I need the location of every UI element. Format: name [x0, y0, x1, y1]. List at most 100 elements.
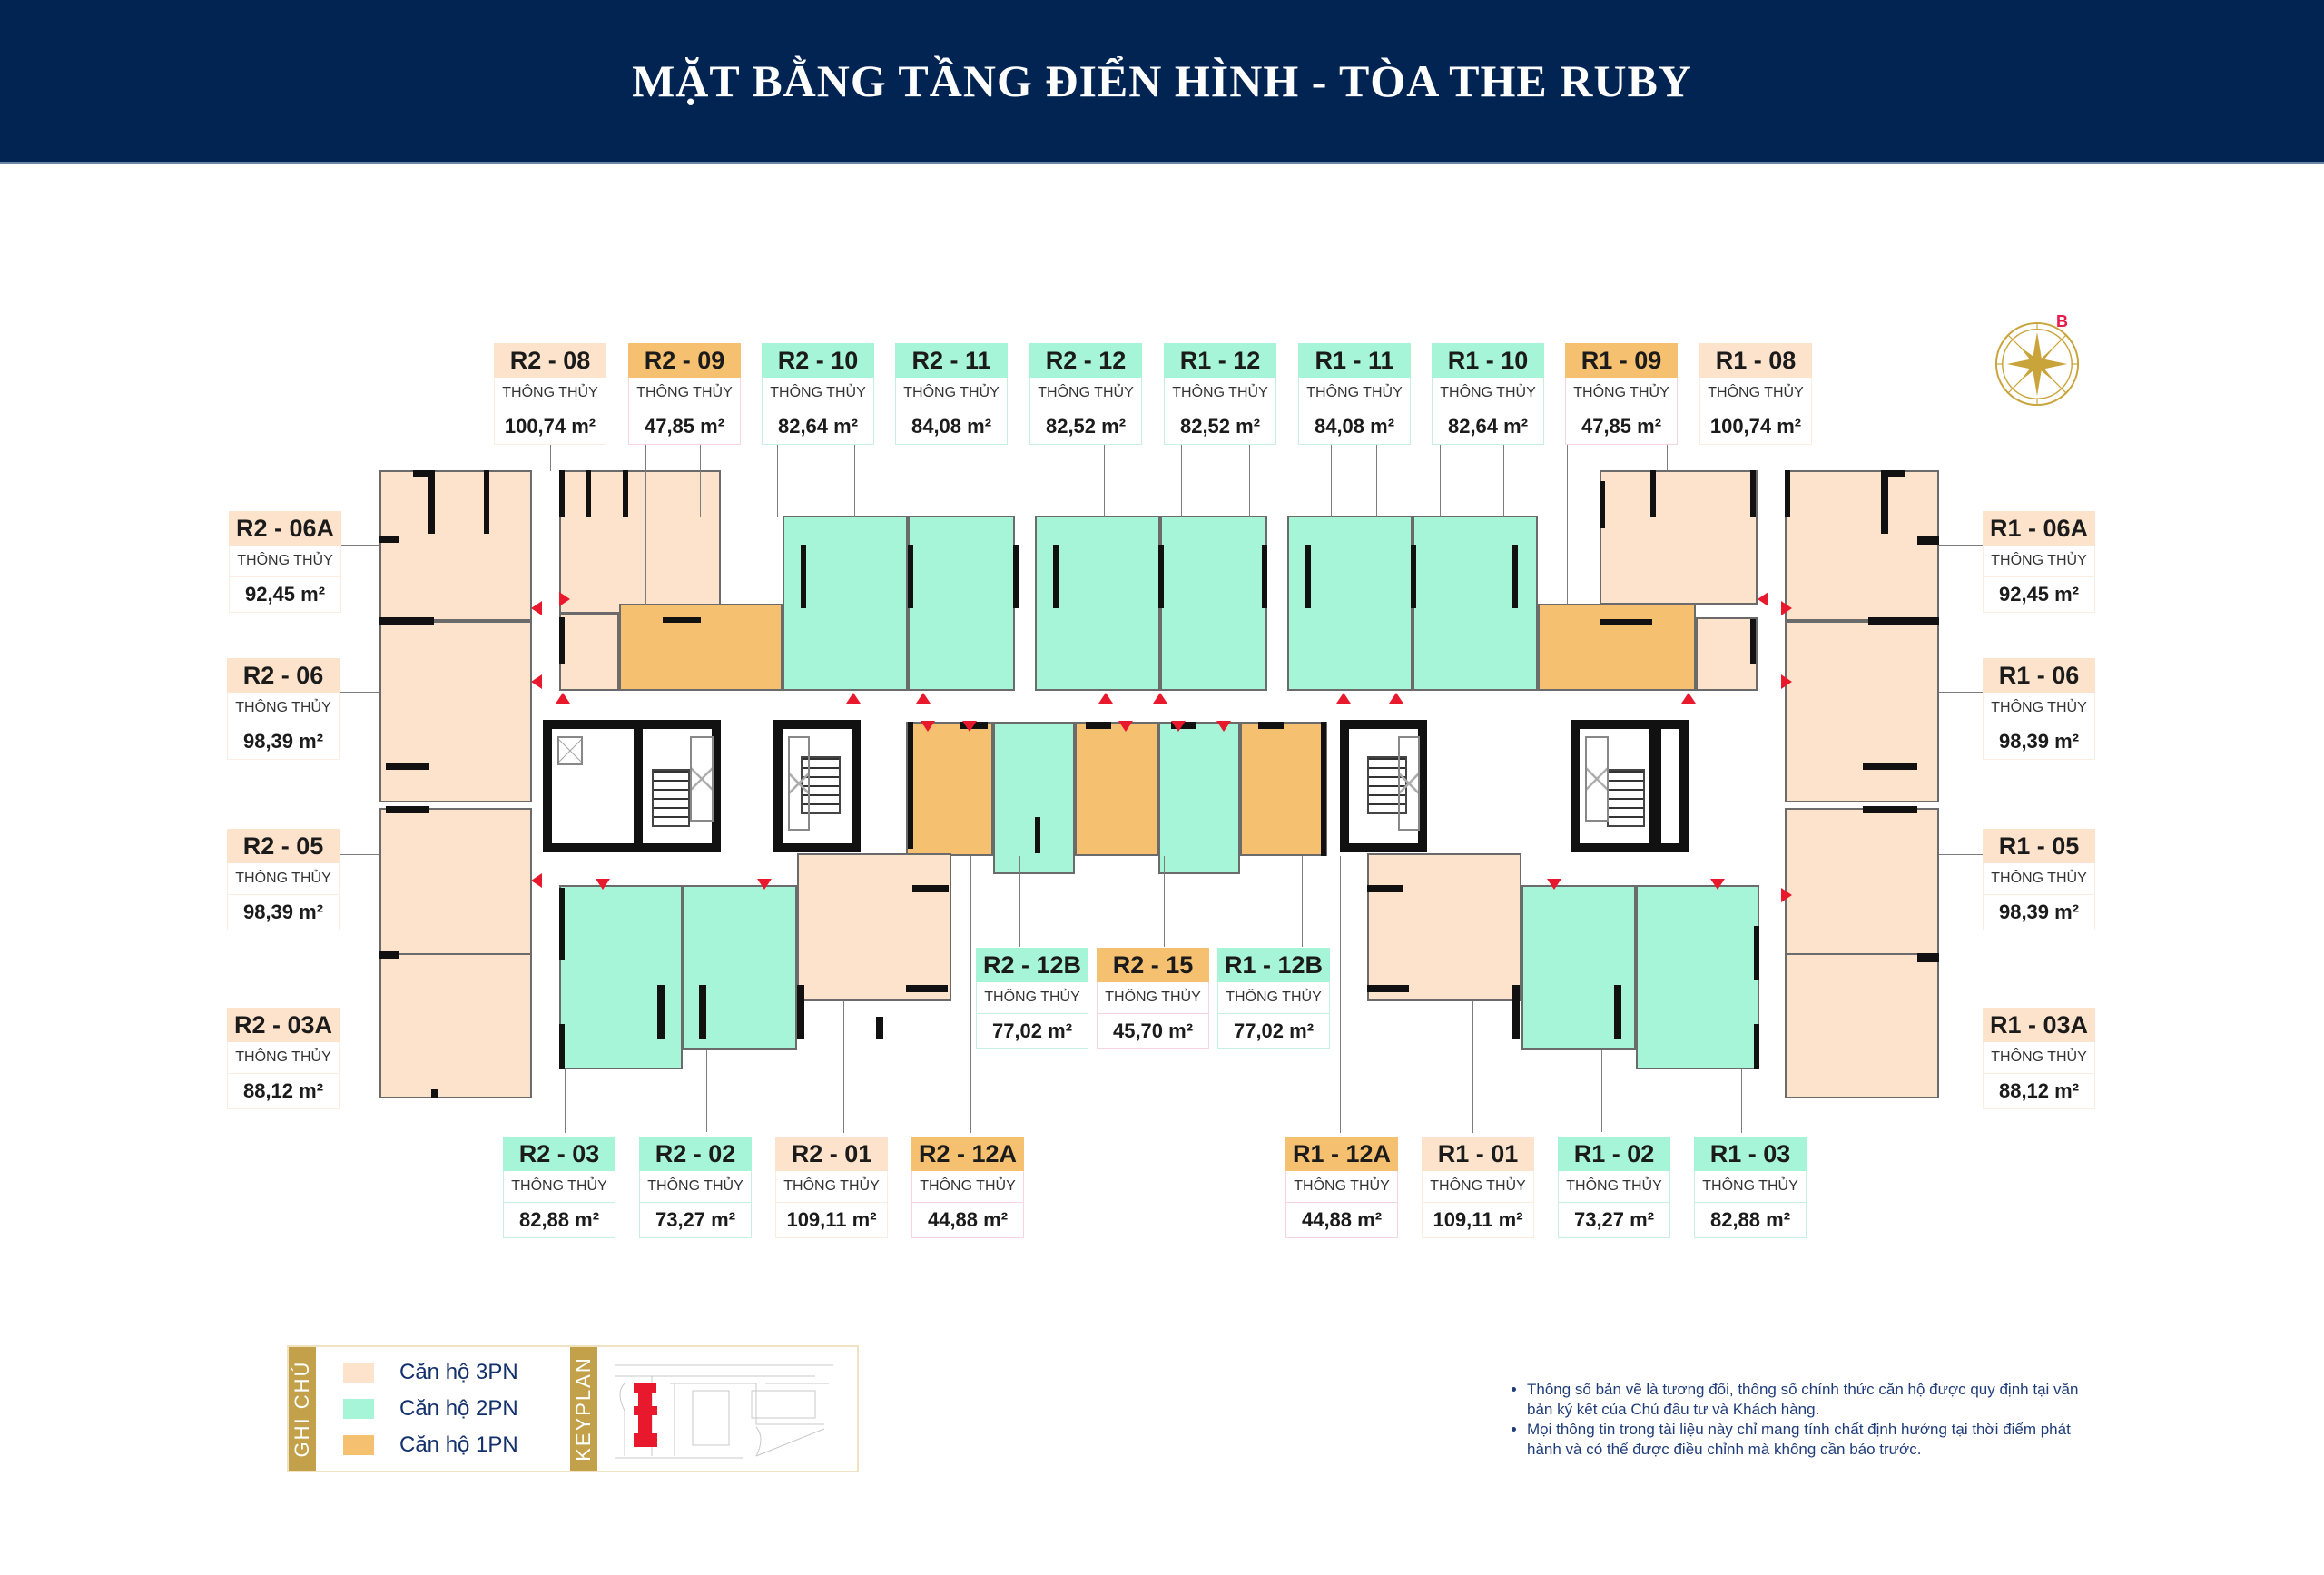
compass-rose-icon — [1994, 321, 2080, 407]
unit-label-R1-12[interactable]: R1 - 12 THÔNG THỦY 82,52 m² — [1164, 343, 1276, 445]
unit-R2-15[interactable] — [1075, 722, 1158, 856]
unit-R2-03A[interactable] — [379, 953, 532, 1098]
unit-code: R1 - 12B — [1217, 948, 1330, 982]
note-item: Thông số bản vẽ là tương đối, thông số c… — [1527, 1380, 2106, 1420]
unit-label-R1-12B[interactable]: R1 - 12B THÔNG THỦY 77,02 m² — [1217, 948, 1330, 1049]
unit-code: R1 - 10 — [1432, 343, 1544, 378]
entrance-marker — [1389, 693, 1403, 704]
unit-code: R1 - 06A — [1983, 511, 2095, 546]
unit-label-R2-03A[interactable]: R2 - 03A THÔNG THỦY 88,12 m² — [227, 1008, 340, 1109]
unit-label-R2-15[interactable]: R2 - 15 THÔNG THỦY 45,70 m² — [1097, 948, 1209, 1049]
unit-code: R2 - 02 — [639, 1137, 752, 1171]
unit-label-R1-11[interactable]: R1 - 11 THÔNG THỦY 84,08 m² — [1298, 343, 1411, 445]
area-label: THÔNG THỦY — [1164, 378, 1276, 409]
entrance-marker — [757, 879, 772, 890]
unit-label-R2-05[interactable]: R2 - 05 THÔNG THỦY 98,39 m² — [227, 829, 340, 930]
unit-R1-12[interactable] — [1160, 516, 1267, 691]
unit-area: 98,39 m² — [227, 895, 340, 930]
unit-label-R1-10[interactable]: R1 - 10 THÔNG THỦY 82,64 m² — [1432, 343, 1544, 445]
unit-R1-01[interactable] — [1367, 853, 1521, 1001]
unit-code: R2 - 06A — [229, 511, 341, 546]
unit-R2-03[interactable] — [559, 885, 683, 1069]
unit-area: 92,45 m² — [229, 577, 341, 613]
unit-area: 73,27 m² — [639, 1203, 752, 1238]
area-label: THÔNG THỦY — [976, 982, 1088, 1014]
compass-north-letter: B — [2056, 312, 2068, 330]
unit-label-R1-12A[interactable]: R1 - 12A THÔNG THỦY 44,88 m² — [1285, 1137, 1398, 1238]
unit-R2-12A[interactable] — [906, 722, 993, 856]
unit-R2-08[interactable] — [559, 470, 721, 614]
entrance-marker — [1758, 592, 1768, 606]
unit-R2-06[interactable] — [379, 621, 532, 802]
unit-label-R1-05[interactable]: R1 - 05 THÔNG THỦY 98,39 m² — [1983, 829, 2095, 930]
unit-label-R2-12A[interactable]: R2 - 12A THÔNG THỦY 44,88 m² — [911, 1137, 1024, 1238]
unit-label-R2-01[interactable]: R2 - 01 THÔNG THỦY 109,11 m² — [775, 1137, 888, 1238]
area-label: THÔNG THỦY — [639, 1171, 752, 1203]
unit-R1-03[interactable] — [1636, 885, 1759, 1069]
unit-label-R2-11[interactable]: R2 - 11 THÔNG THỦY 84,08 m² — [895, 343, 1008, 445]
unit-R1-06[interactable] — [1785, 621, 1939, 802]
unit-R1-09[interactable] — [1538, 604, 1696, 691]
unit-R1-08[interactable] — [1600, 470, 1758, 605]
entrance-marker — [556, 693, 570, 704]
keyplan-title-tag: KEYPLAN — [570, 1347, 597, 1471]
unit-area: 82,64 m² — [762, 409, 874, 445]
area-label: THÔNG THỦY — [895, 378, 1008, 409]
unit-label-R2-03[interactable]: R2 - 03 THÔNG THỦY 82,88 m² — [503, 1137, 615, 1238]
area-label: THÔNG THỦY — [1422, 1171, 1534, 1203]
unit-label-R1-06[interactable]: R1 - 06 THÔNG THỦY 98,39 m² — [1983, 658, 2095, 760]
unit-label-R1-03A[interactable]: R1 - 03A THÔNG THỦY 88,12 m² — [1983, 1008, 2095, 1109]
legend-panel: GHI CHÚ Căn hộ 3PN Căn hộ 2PN Căn hộ 1PN… — [287, 1345, 859, 1472]
unit-label-R2-08[interactable]: R2 - 08 THÔNG THỦY 100,74 m² — [494, 343, 606, 445]
unit-R2-12B[interactable] — [993, 722, 1075, 874]
unit-label-R1-06A[interactable]: R1 - 06A THÔNG THỦY 92,45 m² — [1983, 511, 2095, 613]
unit-R2-01[interactable] — [797, 853, 951, 1001]
unit-code: R2 - 06 — [227, 658, 340, 693]
unit-code: R1 - 12 — [1164, 343, 1276, 378]
unit-R1-06A[interactable] — [1785, 470, 1939, 621]
unit-label-R2-12[interactable]: R2 - 12 THÔNG THỦY 82,52 m² — [1029, 343, 1142, 445]
unit-label-R2-06[interactable]: R2 - 06 THÔNG THỦY 98,39 m² — [227, 658, 340, 760]
area-label: THÔNG THỦY — [1565, 378, 1678, 409]
unit-area: 82,64 m² — [1432, 409, 1544, 445]
unit-R2-06A[interactable] — [379, 470, 532, 621]
unit-R1-10[interactable] — [1413, 516, 1538, 691]
unit-R1-12B[interactable] — [1158, 722, 1240, 874]
unit-area: 100,74 m² — [494, 409, 606, 445]
keyplan-title: KEYPLAN — [572, 1356, 595, 1462]
unit-label-R2-02[interactable]: R2 - 02 THÔNG THỦY 73,27 m² — [639, 1137, 752, 1238]
area-label: THÔNG THỦY — [1983, 1042, 2095, 1074]
area-label: THÔNG THỦY — [628, 378, 741, 409]
entrance-marker — [531, 601, 542, 615]
unit-label-R1-02[interactable]: R1 - 02 THÔNG THỦY 73,27 m² — [1558, 1137, 1670, 1238]
unit-label-R2-09[interactable]: R2 - 09 THÔNG THỦY 47,85 m² — [628, 343, 741, 445]
area-label: THÔNG THỦY — [1217, 982, 1330, 1014]
unit-label-R1-08[interactable]: R1 - 08 THÔNG THỦY 100,74 m² — [1699, 343, 1812, 445]
unit-area: 92,45 m² — [1983, 577, 2095, 613]
unit-R2-11[interactable] — [908, 516, 1015, 691]
unit-label-R1-03[interactable]: R1 - 03 THÔNG THỦY 82,88 m² — [1694, 1137, 1807, 1238]
entrance-marker — [1098, 693, 1113, 704]
keyplan-map — [615, 1364, 833, 1459]
unit-R1-12A[interactable] — [1240, 722, 1327, 856]
unit-area: 109,11 m² — [1422, 1203, 1534, 1238]
unit-label-R2-12B[interactable]: R2 - 12B THÔNG THỦY 77,02 m² — [976, 948, 1088, 1049]
unit-R1-05[interactable] — [1785, 808, 1939, 980]
unit-area: 98,39 m² — [1983, 724, 2095, 760]
unit-code: R2 - 12B — [976, 948, 1088, 982]
core-right — [1652, 720, 1689, 852]
page-header: MẶT BẰNG TẦNG ĐIỂN HÌNH - TÒA THE RUBY — [0, 0, 2324, 164]
unit-code: R1 - 12A — [1285, 1137, 1398, 1171]
unit-area: 82,52 m² — [1164, 409, 1276, 445]
unit-area: 98,39 m² — [1983, 895, 2095, 930]
unit-label-R2-06A[interactable]: R2 - 06A THÔNG THỦY 92,45 m² — [229, 511, 341, 613]
unit-label-R2-10[interactable]: R2 - 10 THÔNG THỦY 82,64 m² — [762, 343, 874, 445]
unit-R2-09[interactable] — [619, 604, 783, 691]
entrance-marker — [1710, 879, 1725, 890]
unit-code: R1 - 05 — [1983, 829, 2095, 863]
unit-R1-03A[interactable] — [1785, 953, 1939, 1098]
unit-area: 98,39 m² — [227, 724, 340, 760]
unit-label-R1-09[interactable]: R1 - 09 THÔNG THỦY 47,85 m² — [1565, 343, 1678, 445]
entrance-marker — [1781, 601, 1792, 615]
unit-label-R1-01[interactable]: R1 - 01 THÔNG THỦY 109,11 m² — [1422, 1137, 1534, 1238]
